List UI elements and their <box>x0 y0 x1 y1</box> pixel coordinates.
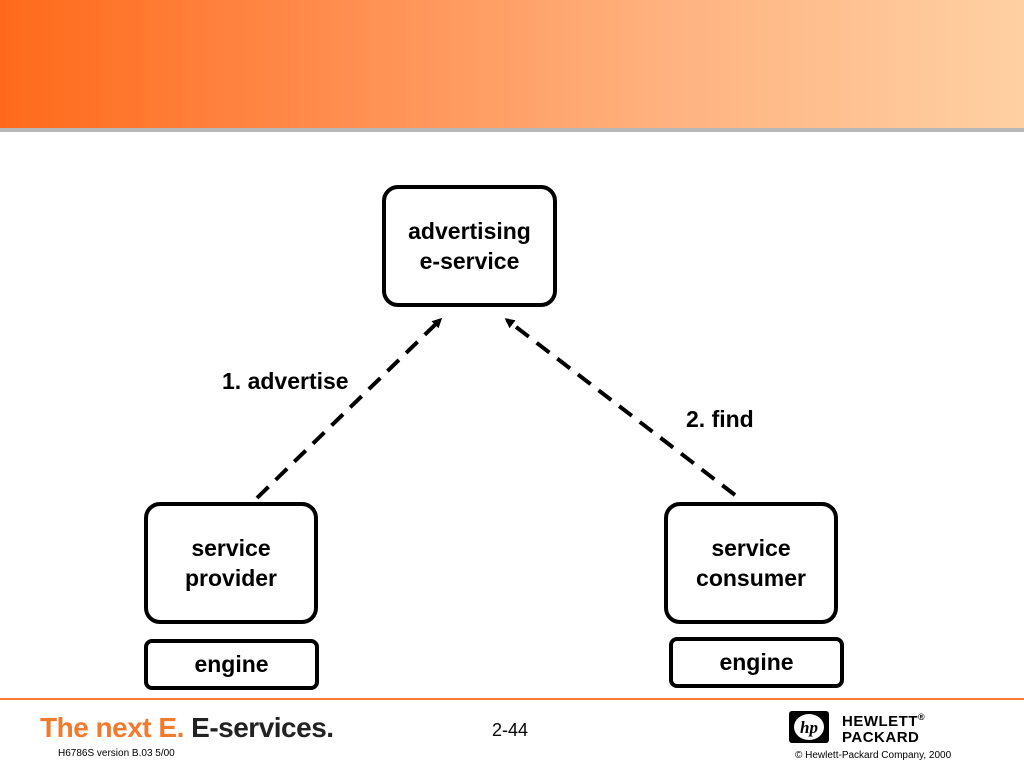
tagline-part1: The next E. <box>40 712 184 743</box>
find-edge-label: 2. find <box>686 406 754 432</box>
node-label-line1: advertising <box>408 218 531 244</box>
copyright-text: © Hewlett-Packard Company, 2000 <box>795 750 952 761</box>
company-name-line2: PACKARD <box>842 729 920 746</box>
hp-logo-text: hp <box>800 718 818 737</box>
node-label-line2: provider <box>184 565 278 591</box>
company-name: HEWLETT® PACKARD <box>842 709 925 746</box>
hp-logo-icon: hp <box>789 711 829 743</box>
find-arrow <box>504 318 737 497</box>
engine-label: engine <box>719 649 794 675</box>
node-label-line2: consumer <box>696 565 806 591</box>
header-divider <box>0 128 1024 132</box>
node-label-line1: service <box>191 535 271 561</box>
provider-engine-node: engine <box>144 639 319 690</box>
advertise-edge-label: 1. advertise <box>222 368 349 394</box>
tagline-part2: E-services. <box>191 712 334 743</box>
consumer-engine-node: engine <box>669 637 844 688</box>
registered-mark: ® <box>918 712 926 722</box>
version-text: H6786S version B.03 5/00 <box>58 748 175 759</box>
footer-divider <box>0 698 1024 700</box>
advertising-eservice-node: advertising e-service <box>382 185 557 307</box>
service-provider-node: service provider <box>144 502 318 624</box>
node-label-line2: e-service <box>419 248 520 274</box>
engine-label: engine <box>194 651 269 677</box>
header-band <box>0 0 1024 128</box>
node-label-line1: service <box>711 535 791 561</box>
service-consumer-node: service consumer <box>664 502 838 624</box>
tagline: The next E. E-services. <box>40 712 334 744</box>
company-name-line1: HEWLETT <box>842 713 918 730</box>
page-number: 2-44 <box>492 720 529 740</box>
advertise-arrow <box>255 317 443 500</box>
